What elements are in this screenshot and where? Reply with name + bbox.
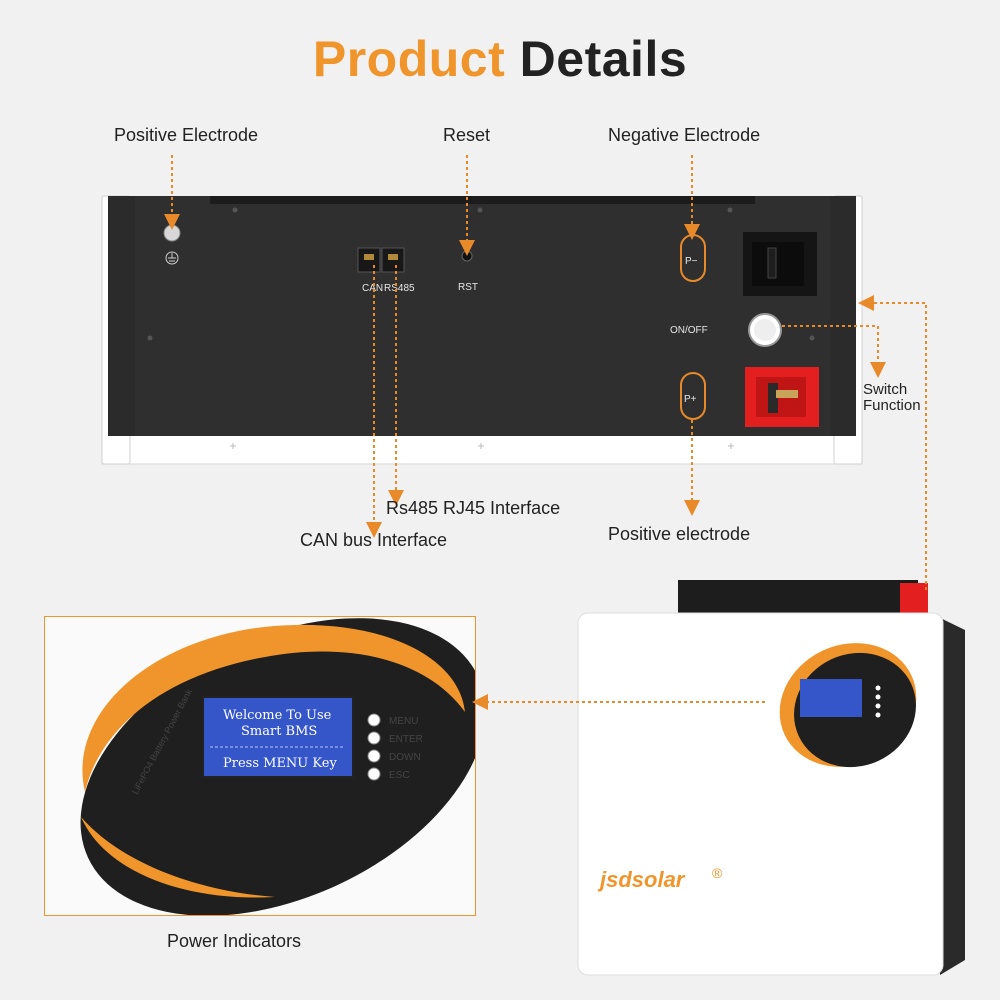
rs485-port-label: RS485	[384, 283, 415, 294]
title-main: Details	[519, 31, 688, 87]
menu-button-label: MENU	[389, 716, 418, 727]
label-can-bus-interface: CAN bus Interface	[300, 530, 448, 550]
ground-icon	[165, 251, 179, 265]
rst-label: RST	[458, 282, 478, 293]
p-plus-capsule	[680, 372, 706, 420]
unit-lcd	[800, 679, 862, 717]
zoomed-bms-display: LiFePO4 Battery Power Bank Welcome To Us…	[80, 618, 475, 915]
arrow-switch-from-unit	[858, 295, 927, 590]
lcd-line-3: Press MENU Key	[223, 756, 337, 771]
battery-unit-view: jsdsolar ®	[577, 580, 965, 976]
power-switch-icon[interactable]	[748, 313, 782, 347]
p-minus-label: P−	[685, 256, 698, 267]
p-plus-label: P+	[684, 394, 697, 405]
page-title: Product Details	[0, 30, 1000, 88]
esc-button-label: ESC	[389, 770, 410, 781]
label-rs485-interface: Rs485 RJ45 Interface	[386, 498, 561, 518]
menu-button-icon[interactable]	[367, 713, 381, 727]
negative-terminal-icon	[743, 232, 817, 296]
lcd-line-1: Welcome To Use	[223, 708, 332, 723]
can-port-label: CAN	[362, 283, 383, 294]
label-negative-electrode: Negative Electrode	[608, 125, 761, 145]
display-zoom-inset: LiFePO4 Battery Power Bank Welcome To Us…	[44, 616, 476, 916]
lcd-screen	[202, 696, 354, 778]
title-accent: Product	[312, 31, 506, 87]
brand-registered-mark: ®	[712, 865, 723, 881]
down-button-icon[interactable]	[367, 749, 381, 763]
esc-button-icon[interactable]	[367, 767, 381, 781]
enter-button-label: ENTER	[389, 734, 423, 745]
label-reset: Reset	[443, 125, 491, 145]
bms-buttons	[367, 713, 381, 781]
label-positive-electrode-top: Positive Electrode	[114, 125, 259, 145]
label-switch-function-2: Function	[863, 397, 921, 414]
panel-top-bar	[210, 196, 755, 204]
lcd-line-2: Smart BMS	[241, 724, 317, 739]
positive-terminal-icon	[745, 367, 819, 427]
label-positive-electrode-bottom: Positive electrode	[608, 524, 751, 544]
positive-bolt-icon	[163, 224, 181, 242]
rj45-port-icon	[357, 247, 405, 273]
brand-logo: jsdsolar	[597, 867, 686, 892]
panel-face	[135, 196, 830, 436]
reset-hole-icon	[461, 250, 473, 262]
label-switch-function-1: Switch	[863, 381, 908, 398]
on-off-label: ON/OFF	[670, 325, 708, 336]
battery-front-panel: CAN RS485 RST P− ON/OFF P+	[101, 195, 863, 465]
enter-button-icon[interactable]	[367, 731, 381, 745]
down-button-label: DOWN	[389, 752, 421, 763]
label-power-indicators: Power Indicators	[167, 931, 302, 951]
